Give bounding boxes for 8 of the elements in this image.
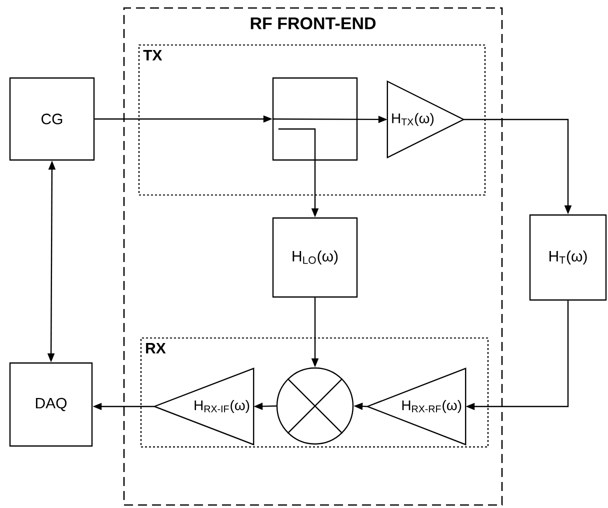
splitter-box [272, 77, 358, 161]
block-box: DAQ [9, 362, 93, 447]
amplifier-triangle: H$_{RX-IF}$(ω) [152, 368, 254, 446]
block-box: H$_{LO}$(ω) [272, 217, 358, 298]
block-box: H$_{T}$(ω) [529, 214, 607, 301]
block-box: CG [9, 77, 95, 161]
amplifier-triangle: H$_{RX-RF}$(ω) [366, 368, 466, 446]
mixer-symbol [276, 367, 354, 445]
